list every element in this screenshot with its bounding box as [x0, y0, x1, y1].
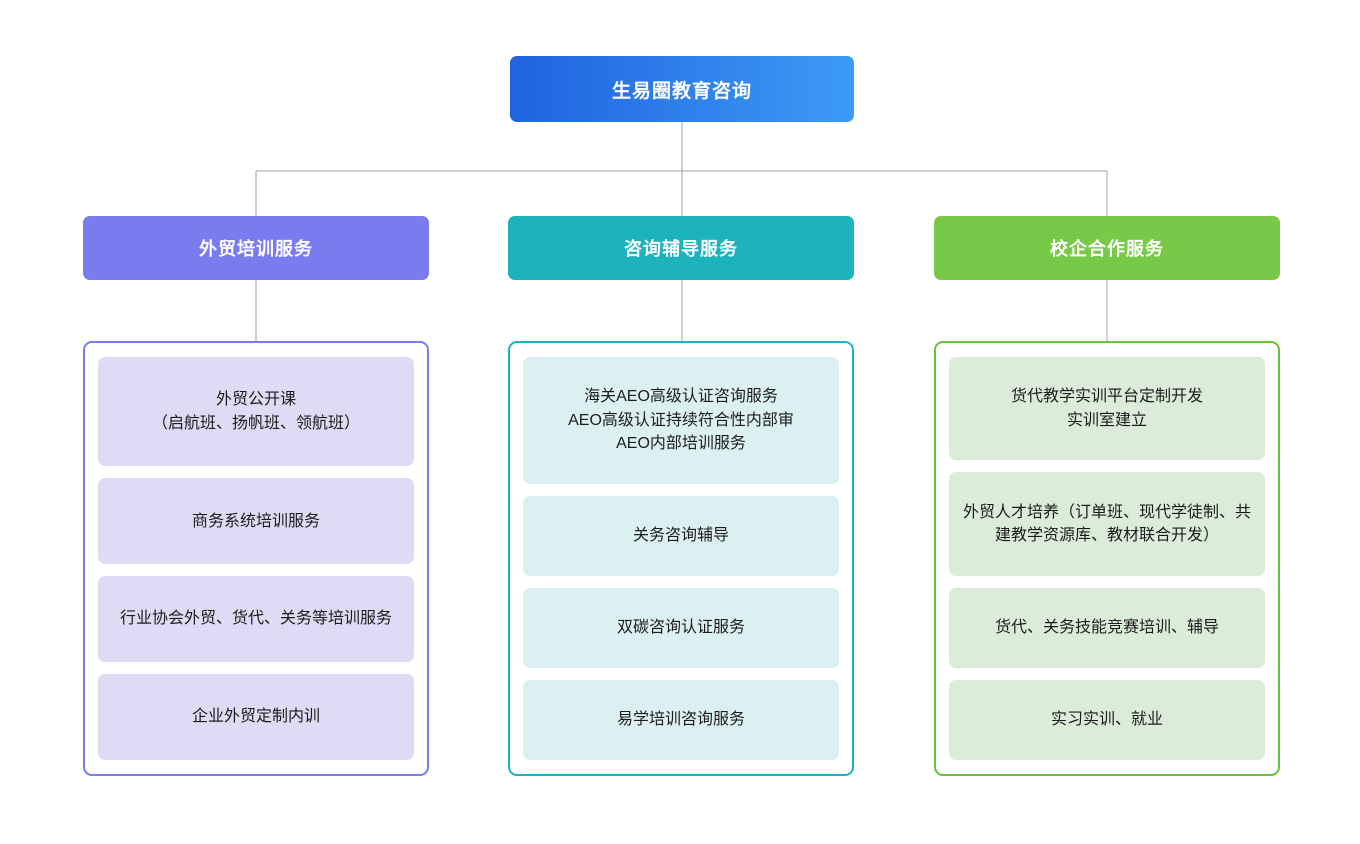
leaf-card-label: 货代、关务技能竞赛培训、辅导: [994, 619, 1219, 637]
leaf-card[interactable]: 货代、关务技能竞赛培训、辅导: [949, 587, 1265, 668]
root-node[interactable]: 生易圈教育咨询: [510, 56, 854, 122]
leaf-card-label: 实习实训、就业: [1050, 711, 1163, 729]
branch-header-label-0: 外贸培训服务: [199, 239, 313, 259]
leaf-card-label: 易学培训咨询服务: [616, 711, 745, 729]
leaf-card-label: 外贸人才培养（订单班、现代学徒制、共建教学资源库、教材联合开发）: [963, 503, 1252, 545]
leaf-card[interactable]: 企业外贸定制内训: [98, 674, 414, 760]
branch-group-box-1: 海关AEO高级认证咨询服务 AEO高级认证持续符合性内部审 AEO内部培训服务 …: [508, 341, 854, 776]
leaf-card[interactable]: 实习实训、就业: [949, 679, 1265, 760]
leaf-card[interactable]: 海关AEO高级认证咨询服务 AEO高级认证持续符合性内部审 AEO内部培训服务: [523, 357, 839, 484]
leaf-card[interactable]: 易学培训咨询服务: [523, 679, 839, 760]
leaf-card[interactable]: 商务系统培训服务: [98, 478, 414, 565]
leaf-card[interactable]: 关务咨询辅导: [523, 495, 839, 576]
branch-header-label-2: 校企合作服务: [1050, 239, 1164, 259]
root-node-label: 生易圈教育咨询: [611, 80, 752, 102]
leaf-card[interactable]: 货代教学实训平台定制开发 实训室建立: [949, 357, 1265, 461]
leaf-card-label: 外贸公开课 （启航班、扬帆班、领航班）: [151, 391, 360, 432]
leaf-card-label: 双碳咨询认证服务: [616, 619, 745, 637]
branch-header-1[interactable]: 咨询辅导服务: [508, 216, 854, 280]
leaf-card-label: 货代教学实训平台定制开发 实训室建立: [1010, 388, 1203, 429]
branch-header-0[interactable]: 外贸培训服务: [83, 216, 429, 280]
leaf-card-label: 海关AEO高级认证咨询服务 AEO高级认证持续符合性内部审 AEO内部培训服务: [568, 388, 794, 452]
leaf-card-label: 行业协会外贸、货代、关务等培训服务: [119, 610, 392, 628]
leaf-card-label: 企业外贸定制内训: [191, 708, 320, 726]
leaf-card[interactable]: 双碳咨询认证服务: [523, 587, 839, 668]
branch-header-label-1: 咨询辅导服务: [624, 239, 738, 259]
branch-header-2[interactable]: 校企合作服务: [934, 216, 1280, 280]
leaf-card[interactable]: 外贸公开课 （启航班、扬帆班、领航班）: [98, 357, 414, 467]
leaf-card[interactable]: 外贸人才培养（订单班、现代学徒制、共建教学资源库、教材联合开发）: [949, 472, 1265, 576]
leaf-card-label: 关务咨询辅导: [632, 527, 729, 545]
branch-group-box-2: 货代教学实训平台定制开发 实训室建立 外贸人才培养（订单班、现代学徒制、共建教学…: [934, 341, 1280, 776]
branch-group-box-0: 外贸公开课 （启航班、扬帆班、领航班） 商务系统培训服务 行业协会外贸、货代、关…: [83, 341, 429, 776]
leaf-card[interactable]: 行业协会外贸、货代、关务等培训服务: [98, 576, 414, 663]
leaf-card-label: 商务系统培训服务: [191, 512, 320, 530]
